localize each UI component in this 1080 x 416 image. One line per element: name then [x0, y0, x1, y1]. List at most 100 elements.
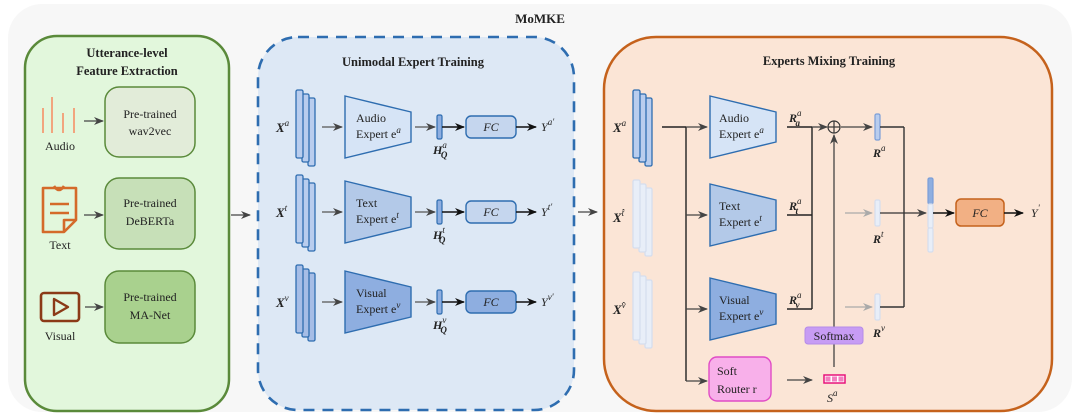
expert-label-1: Visual — [356, 286, 387, 300]
router-label-2: Router r — [717, 382, 757, 396]
rep-audio-label-base: R — [872, 146, 881, 160]
mixing-input-label-sup: a — [622, 118, 627, 128]
rep-faded-label-base: R — [872, 232, 881, 246]
hidden-label-sup: t — [442, 225, 445, 235]
concat-vector-visual — [927, 227, 934, 253]
mixing-output-label-base: Y — [1031, 206, 1039, 220]
unimodal-input-label-sup: a — [285, 118, 290, 128]
hidden-vector — [436, 114, 443, 140]
expert-label-text: Expert e — [719, 127, 759, 141]
diagram-title: MoMKE — [515, 11, 565, 26]
rep-audio-vector — [874, 113, 881, 141]
unimodal-input-label-base: X — [275, 120, 285, 135]
unimodal-output-label-sup: v' — [548, 292, 555, 302]
softmax-label: Softmax — [814, 329, 855, 343]
expert-label-1: Text — [356, 196, 378, 210]
mixing-input-label-base: X — [612, 210, 622, 225]
hidden-vector — [436, 289, 443, 315]
unimodal-output-label: Yt' — [541, 202, 553, 219]
score-vector — [823, 374, 846, 384]
score-cell — [825, 376, 831, 382]
hidden-label-sup: a — [442, 140, 447, 150]
expert-label-2: Expert ea — [356, 125, 401, 141]
expert-label-sup: t — [759, 213, 762, 223]
mixing-fc-label: FC — [971, 206, 988, 220]
feature-stack-layer — [295, 174, 304, 244]
mixing-input-label-sup: v̂ — [622, 300, 626, 310]
visual-label: Visual — [45, 329, 76, 343]
feature-stack — [295, 89, 316, 167]
expert-block — [344, 270, 412, 334]
rep-faded-label: Rt — [872, 229, 884, 246]
router-label-1: Soft — [717, 364, 738, 378]
manet-line2: MA-Net — [130, 308, 171, 322]
deberta-line2: DeBERTa — [126, 214, 175, 228]
fc-label: FC — [482, 295, 499, 309]
audio-waveform-icon — [42, 97, 75, 133]
expert-label-2: Expert ev — [356, 300, 400, 316]
score-cell — [832, 376, 837, 382]
concat-vector-text — [927, 203, 934, 229]
unimodal-input-label-sup: v — [285, 293, 289, 303]
mixing-output-label: Y' — [1031, 203, 1041, 220]
expert-label-text: Expert e — [356, 302, 396, 316]
mixing-input-label: Xt̂ — [612, 208, 625, 225]
expert-label-1: Audio — [356, 111, 386, 125]
deberta-line1: Pre-trained — [123, 196, 176, 210]
feature-stack — [295, 264, 316, 342]
deberta-box — [104, 177, 196, 250]
extraction-title-2: Feature Extraction — [76, 64, 178, 78]
expert-rep-label-base: R — [788, 111, 797, 125]
expert-rep-label-sub: t — [796, 206, 799, 216]
expert-label-1: Audio — [719, 111, 749, 125]
soft-router-box — [708, 356, 772, 402]
video-play-icon — [39, 291, 81, 323]
unimodal-input-label: Xa — [275, 118, 290, 135]
document-icon — [41, 185, 78, 234]
unimodal-input-label: Xt — [275, 203, 288, 220]
expert-rep-label-base: R — [788, 293, 797, 307]
audio-feature-stack-layer — [632, 89, 641, 159]
missing-feature-stack — [632, 271, 653, 349]
unimodal-output-label: Yv' — [541, 292, 555, 309]
missing-feature-stack — [632, 179, 653, 257]
manet-box — [104, 270, 196, 344]
expert-rep-label-sup: a — [797, 196, 802, 206]
concat-vector-audio — [927, 177, 934, 205]
score-label-sup: a — [833, 388, 838, 398]
rep-faded-label-base: R — [872, 326, 881, 340]
rep-faded-label: Rv — [872, 323, 885, 340]
score-label-base: S — [827, 391, 833, 405]
score-label: Sa — [827, 388, 838, 405]
hidden-vector — [436, 199, 443, 225]
fc-label: FC — [482, 205, 499, 219]
mixing-input-label-sup: t̂ — [621, 208, 625, 218]
hidden-label-base: H — [432, 318, 443, 332]
expert-block — [344, 180, 412, 244]
extraction-panel: Utterance-level Feature Extraction Audio… — [23, 34, 231, 413]
expert-label-text: Expert e — [356, 212, 396, 226]
hidden-label-sub: Q — [439, 235, 446, 245]
expert-label-text: Expert e — [356, 127, 396, 141]
expert-block — [344, 95, 412, 159]
expert-rep-label-sub: v — [796, 300, 801, 310]
feature-stack-layer — [295, 89, 304, 159]
expert-label-1: Visual — [719, 293, 750, 307]
expert-label-2: Expert et — [719, 213, 762, 229]
expert-label-sup: a — [396, 125, 401, 135]
feature-stack-layer — [295, 264, 304, 334]
mixing-output-label-sup: ' — [1038, 203, 1041, 213]
router-label-text: Router r — [717, 382, 757, 396]
unimodal-title: Unimodal Expert Training — [342, 55, 485, 69]
fc-label: FC — [482, 120, 499, 134]
feature-stack — [295, 174, 316, 252]
rep-faded-vector — [874, 293, 881, 321]
